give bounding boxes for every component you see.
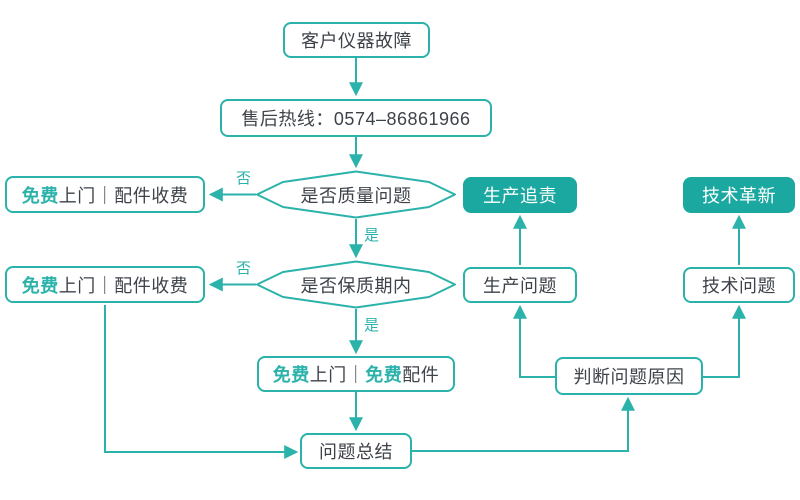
node-judge-cause: 判断问题原因 — [555, 357, 703, 395]
edge-judge-to-production-issue — [513, 304, 555, 378]
parts-text: 配件 — [402, 365, 440, 385]
free-highlight: 免费 — [272, 365, 310, 385]
decision-quality-label: 是否质量问题 — [300, 185, 412, 206]
free-highlight: 免费 — [21, 185, 59, 206]
paid-parts-text: 上门｜配件收费 — [58, 275, 189, 296]
decision-warranty: 是否保质期内 — [256, 260, 456, 309]
node-production-issue: 生产问题 — [463, 267, 577, 303]
node-free-visit-paid-parts-1: 免费上门｜配件收费 — [5, 176, 205, 213]
visit-text: 上门｜ — [309, 365, 366, 385]
free-highlight: 免费 — [365, 365, 403, 385]
hexagon-shape — [256, 170, 456, 219]
edge-summary-to-judge — [412, 396, 635, 452]
edge-judge-to-tech-issue — [703, 304, 746, 378]
node-production-accountability: 生产追责 — [463, 177, 577, 213]
node-free-visit-free-parts: 免费上门｜免费配件 — [257, 356, 455, 392]
node-tech-issue: 技术问题 — [683, 267, 795, 303]
node-free-visit-paid-parts-2: 免费上门｜配件收费 — [5, 266, 205, 303]
edge-label-quality-no: 否 — [236, 170, 252, 187]
node-hotline: 售后热线：0574–86861966 — [220, 99, 492, 137]
hexagon-shape — [256, 260, 456, 309]
edge-paidparts-to-summary — [104, 305, 299, 459]
node-tech-innovation: 技术革新 — [683, 177, 795, 213]
edge-label-warranty-yes: 是 — [364, 317, 380, 334]
edge-label-warranty-no: 否 — [236, 260, 252, 277]
free-highlight: 免费 — [21, 275, 59, 296]
edge-label-quality-yes: 是 — [364, 227, 380, 244]
node-summary: 问题总结 — [300, 433, 412, 469]
paid-parts-text: 上门｜配件收费 — [58, 185, 189, 206]
decision-quality: 是否质量问题 — [256, 170, 456, 219]
decision-warranty-label: 是否保质期内 — [300, 275, 412, 296]
node-customer-fault: 客户仪器故障 — [283, 22, 430, 58]
